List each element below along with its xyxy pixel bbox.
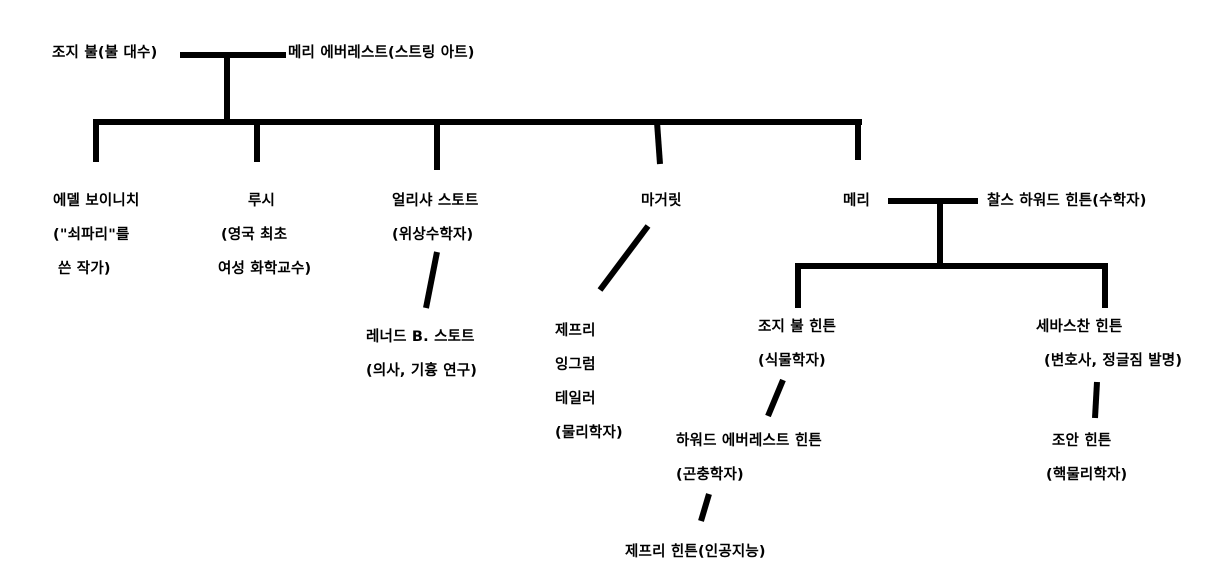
person-lucy-note-2: 여성 화학교수) bbox=[218, 261, 312, 277]
person-leonard-name: 레너드 B. 스토트 bbox=[366, 329, 475, 345]
descent-line-sebastian-joan bbox=[1092, 381, 1100, 419]
drop-line-margaret bbox=[654, 121, 663, 165]
person-joan-note: (핵물리학자) bbox=[1046, 467, 1128, 483]
person-george-hinton-note: (식물학자) bbox=[758, 353, 826, 369]
person-geoffrey-taylor-name-3: 테일러 bbox=[555, 391, 596, 407]
person-mary-everest: 메리 에버레스트(스트링 아트) bbox=[288, 36, 475, 70]
person-sebastian-name: 세바스찬 힌튼 bbox=[1036, 319, 1123, 335]
person-ethel-note-2: 쓴 작가) bbox=[58, 261, 111, 277]
person-geoffrey-taylor: 제프리 잉그럼 테일러 (물리학자) bbox=[555, 314, 623, 450]
person-charles-hinton: 찰스 하워드 힌튼(수학자) bbox=[987, 184, 1147, 218]
person-mary-name: 메리 bbox=[843, 193, 871, 209]
person-mary-everest-name: 메리 에버레스트(스트링 아트) bbox=[288, 45, 475, 61]
person-sebastian-hinton: 세바스찬 힌튼 (변호사, 정글짐 발명) bbox=[1036, 310, 1182, 378]
person-joan-name: 조안 힌튼 bbox=[1052, 433, 1112, 449]
person-alicia-note: (위상수학자) bbox=[392, 227, 474, 243]
person-alicia-stott: 얼리샤 스토트 (위상수학자) bbox=[392, 184, 479, 252]
descent-line-alicia-leonard bbox=[423, 251, 440, 309]
person-howard-note: (곤충학자) bbox=[676, 467, 744, 483]
person-geoffrey-taylor-note: (물리학자) bbox=[555, 425, 623, 441]
person-margaret: 마거릿 bbox=[641, 184, 682, 218]
person-howard-name: 하워드 에버레스트 힌튼 bbox=[676, 433, 822, 449]
person-lucy: 루시 (영국 최초 여성 화학교수) bbox=[218, 184, 311, 286]
person-lucy-name: 루시 bbox=[248, 193, 276, 209]
person-ethel-voynich: 에델 보이니치 ("쇠파리"를 쓴 작가) bbox=[53, 184, 140, 286]
person-geoffrey-taylor-name-2: 잉그럼 bbox=[555, 357, 596, 373]
descent-line-howard-geoffrey bbox=[698, 493, 712, 522]
person-geoffrey-taylor-name-1: 제프리 bbox=[555, 323, 596, 339]
person-sebastian-note: (변호사, 정글짐 발명) bbox=[1044, 353, 1183, 369]
descent-line-margaret-taylor bbox=[597, 224, 651, 292]
person-charles-hinton-name: 찰스 하워드 힌튼(수학자) bbox=[987, 193, 1147, 209]
person-geoffrey-hinton-name: 제프리 힌튼(인공지능) bbox=[625, 544, 766, 560]
person-alicia-name: 얼리샤 스토트 bbox=[392, 193, 479, 209]
descent-line-george-howard bbox=[765, 378, 786, 418]
person-ethel-note-1: ("쇠파리"를 bbox=[53, 227, 130, 243]
person-leonard-note: (의사, 기흉 연구) bbox=[366, 363, 478, 379]
person-george-hinton: 조지 불 힌튼 (식물학자) bbox=[758, 310, 836, 378]
person-ethel-name: 에델 보이니치 bbox=[53, 193, 140, 209]
person-joan-hinton: 조안 힌튼 (핵물리학자) bbox=[1046, 424, 1127, 492]
person-lucy-note-1: (영국 최초 bbox=[221, 227, 288, 243]
person-george-hinton-name: 조지 불 힌튼 bbox=[758, 319, 837, 335]
person-howard-hinton: 하워드 에버레스트 힌튼 (곤충학자) bbox=[676, 424, 822, 492]
person-mary: 메리 bbox=[843, 184, 870, 218]
person-geoffrey-hinton: 제프리 힌튼(인공지능) bbox=[625, 535, 766, 569]
person-leonard-stott: 레너드 B. 스토트 (의사, 기흉 연구) bbox=[366, 320, 477, 388]
person-george-boole-name: 조지 불(불 대수) bbox=[52, 45, 158, 61]
person-george-boole: 조지 불(불 대수) bbox=[52, 36, 157, 70]
person-margaret-name: 마거릿 bbox=[641, 193, 682, 209]
